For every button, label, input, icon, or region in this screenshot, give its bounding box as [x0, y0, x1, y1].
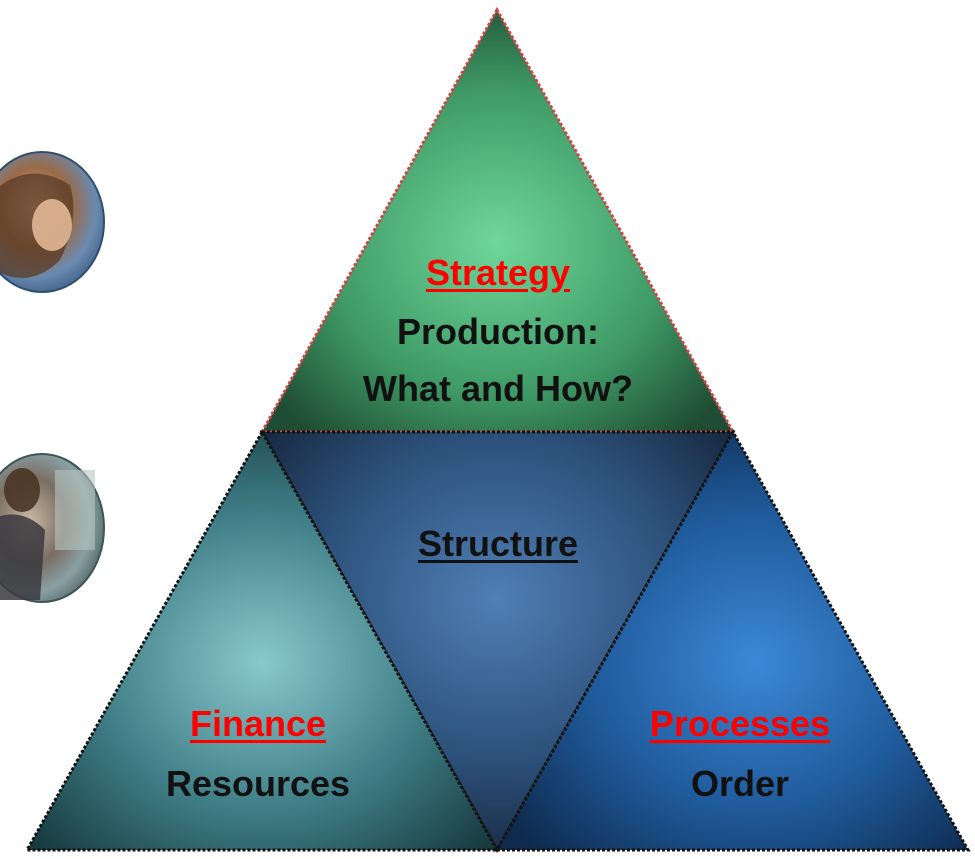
finance-triangle	[24, 428, 500, 852]
finance-line-1: Resources	[165, 763, 351, 804]
woman-portrait-photo	[0, 151, 105, 293]
structure-title: Structure	[417, 523, 579, 564]
processes-triangle	[494, 428, 971, 852]
strategy-line-2: What and How?	[363, 368, 633, 409]
processes-line-1: Order	[690, 763, 790, 804]
strategy-triangle	[259, 6, 736, 434]
strategy-line-1: Production:	[397, 311, 599, 352]
woman-writing-photo	[0, 453, 105, 603]
processes-title: Processes	[649, 703, 831, 744]
finance-title: Finance	[189, 703, 327, 744]
strategy-title: Strategy	[425, 252, 571, 293]
